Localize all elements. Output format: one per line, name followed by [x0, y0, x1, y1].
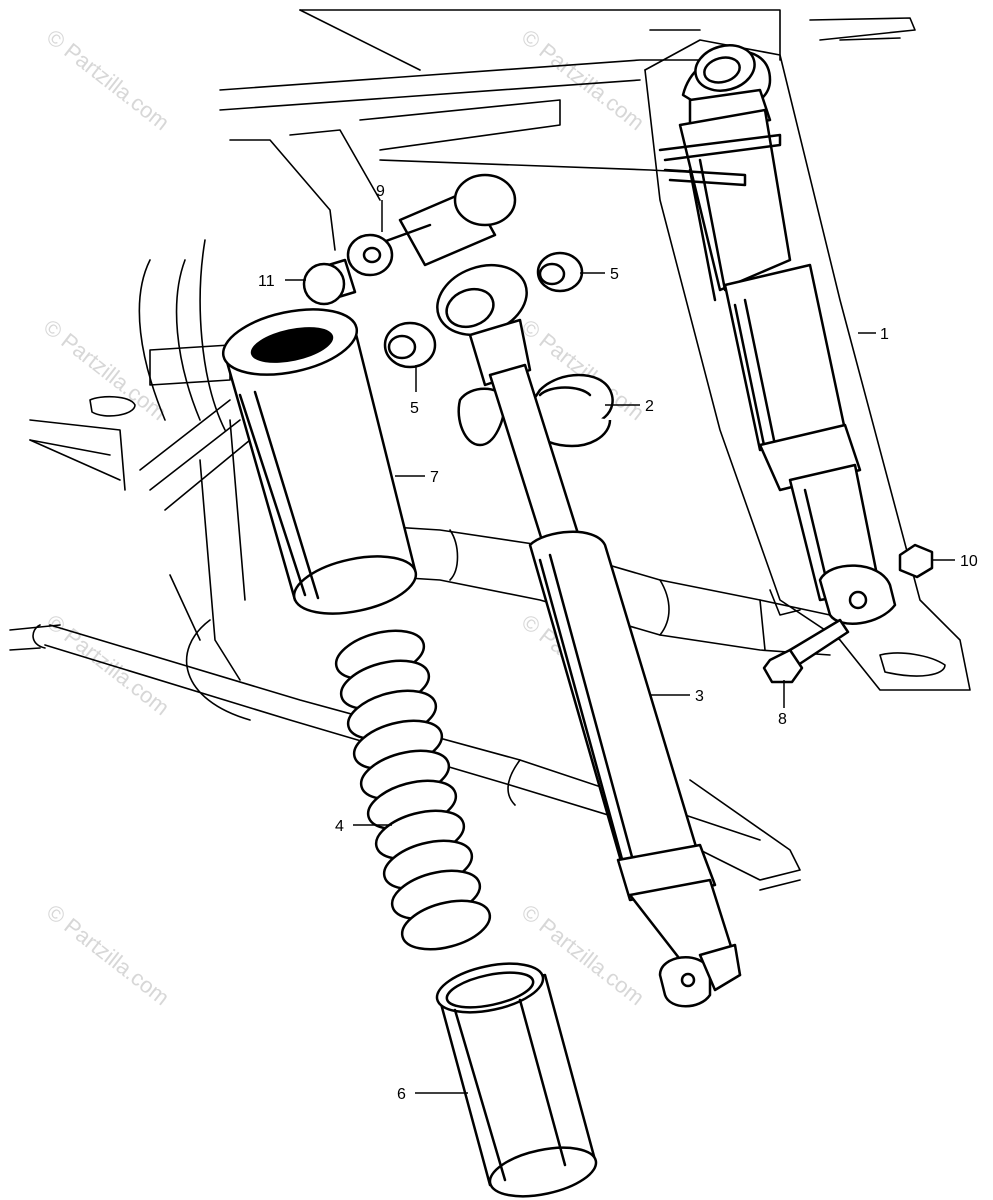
nut-10 — [898, 543, 934, 579]
callout-8: 8 — [778, 680, 787, 728]
callout-label: 4 — [335, 818, 344, 835]
callout-label: 11 — [258, 273, 275, 290]
watermark: © Partzilla.com — [42, 24, 174, 135]
bushing-upper — [536, 251, 584, 293]
callout-label: 5 — [410, 400, 419, 417]
callout-label: 9 — [376, 183, 385, 200]
callout-10: 10 — [932, 553, 978, 570]
watermark: © Partzilla.com — [42, 899, 174, 1010]
washer-and-stud — [346, 173, 517, 277]
acorn-nut — [302, 258, 357, 306]
damper-unit — [436, 263, 742, 1008]
coil-spring — [334, 629, 492, 951]
callout-11: 11 — [258, 273, 306, 290]
callout-9: 9 — [376, 183, 385, 232]
callout-label: 5 — [610, 266, 619, 283]
callout-1: 1 — [858, 326, 889, 343]
callout-7: 7 — [395, 469, 439, 486]
callout-label: 6 — [397, 1086, 406, 1103]
callout-label: 1 — [880, 326, 889, 343]
watermark: © Partzilla.com — [517, 24, 649, 135]
callout-label: 2 — [645, 398, 654, 415]
lower-spring-cover — [435, 962, 598, 1198]
watermark: © Partzilla.com — [39, 314, 171, 425]
callout-label: 3 — [695, 688, 704, 705]
callout-5-lower: 5 — [410, 365, 419, 417]
callout-2: 2 — [605, 398, 654, 415]
callout-6: 6 — [397, 1086, 468, 1103]
callout-4: 4 — [335, 818, 392, 835]
rear-shock-absorber — [658, 44, 897, 625]
bushing-lower — [383, 321, 437, 369]
bolt-8 — [762, 618, 850, 684]
callout-label: 10 — [960, 553, 978, 570]
callout-label: 7 — [430, 469, 439, 486]
callout-3: 3 — [650, 688, 704, 705]
upper-spring-cover — [221, 308, 418, 615]
callout-5-upper: 5 — [580, 266, 619, 283]
callout-label: 8 — [778, 711, 787, 728]
